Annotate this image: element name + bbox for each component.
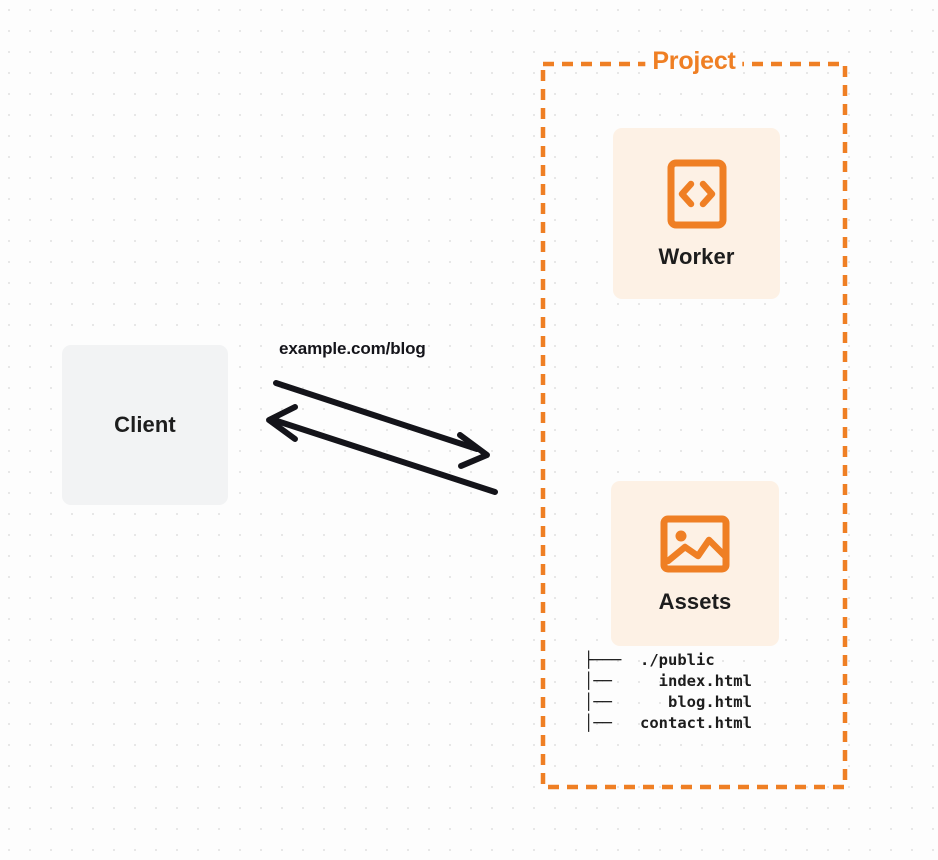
node-assets-label: Assets <box>658 588 732 614</box>
request-arrow-icon <box>273 380 490 469</box>
assets-file-tree: ├─── ./public │── index.html │── blog.ht… <box>584 651 752 732</box>
connector-arrows <box>266 380 498 495</box>
node-worker[interactable]: Worker <box>613 128 780 299</box>
group-project-title: Project <box>645 46 743 76</box>
node-assets[interactable]: Assets <box>611 481 779 646</box>
node-client[interactable]: Client <box>62 345 228 505</box>
node-worker-label: Worker <box>658 243 735 269</box>
connector-label: example.com/blog <box>279 339 426 358</box>
node-client-label: Client <box>114 412 176 437</box>
image-icon <box>660 515 730 572</box>
response-arrow-icon <box>266 404 498 495</box>
group-project: Project Worker Assets ├─── ./public │── … <box>540 46 848 790</box>
code-file-icon <box>667 159 726 228</box>
